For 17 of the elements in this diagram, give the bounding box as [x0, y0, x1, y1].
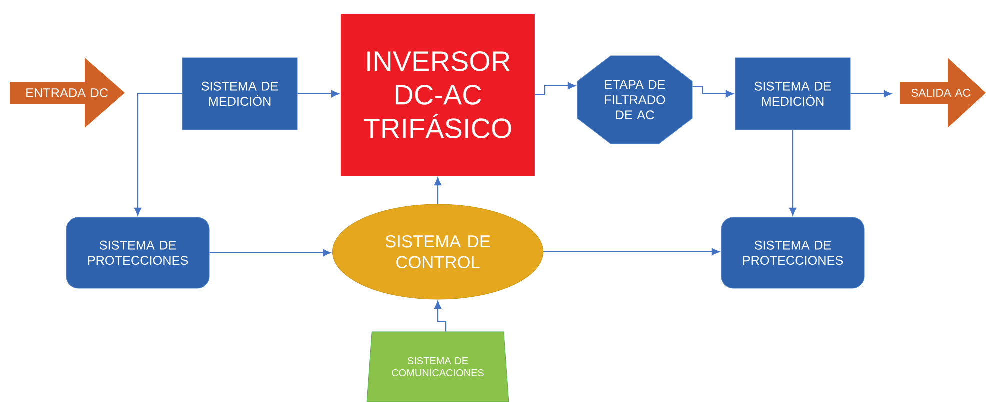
process-box: SISTEMA DE PROTECCIONES [721, 217, 865, 289]
arrow [544, 248, 720, 256]
trapezoid: SISTEMA DE COMUNICACIONES [366, 332, 510, 402]
arrow [850, 90, 892, 98]
process-box: SISTEMA DE MEDICIÓN [182, 58, 298, 130]
arrow [134, 93, 182, 216]
arrow [535, 82, 576, 96]
process-box: SISTEMA DE MEDICIÓN [735, 58, 851, 130]
octagon: ETAPA DE FILTRADO DE AC [577, 56, 693, 144]
process-box: SISTEMA DE PROTECCIONES [66, 217, 210, 289]
arrow [434, 178, 442, 204]
arrow [210, 249, 332, 257]
arrow [434, 301, 447, 332]
arrow [692, 86, 734, 98]
arrow [298, 90, 340, 98]
arrow [789, 130, 797, 216]
process-box: INVERSOR DC-AC TRIFÁSICO [341, 14, 535, 176]
